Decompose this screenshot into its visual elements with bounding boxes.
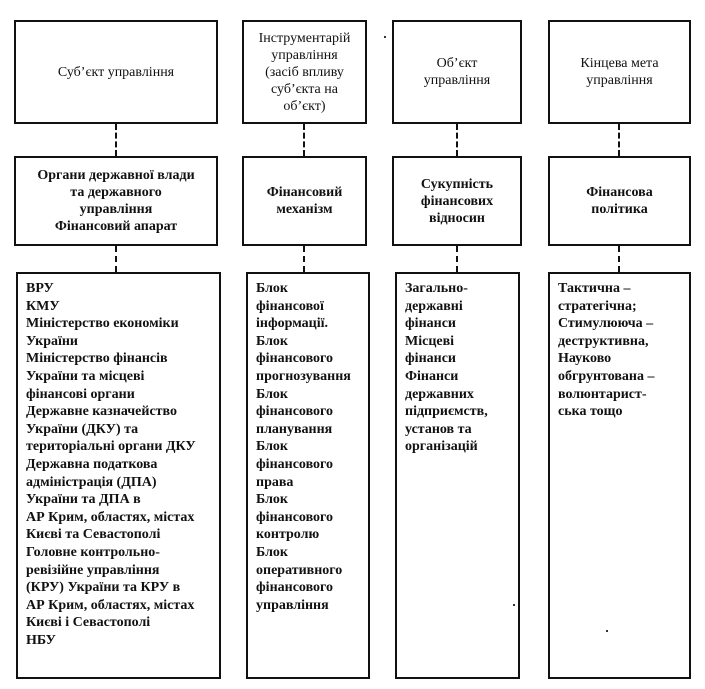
list-item: Блок оперативного фінансового управління	[256, 544, 343, 613]
list-item: Міністерство фінансів України та місцеві…	[26, 351, 168, 402]
object-middle-label: Сукупність фінансових відносин	[420, 176, 494, 226]
scan-speck	[513, 604, 515, 606]
list-item: Блок фінансового планування	[256, 386, 334, 437]
subject-header-box: Суб’єкт управління	[14, 20, 218, 124]
connector-dashed	[115, 124, 117, 156]
connector-dashed	[115, 246, 117, 272]
list-item: Тактична – стратегічна;	[558, 281, 637, 314]
instruments-header-label: Інструментарій управління (засіб впливу …	[258, 30, 351, 114]
connector-dashed	[456, 124, 458, 156]
scan-speck	[606, 630, 608, 632]
object-list-box: Загально- державні фінанси Місцеві фінан…	[395, 272, 520, 679]
list-item: Блок фінансової інформації.	[256, 281, 329, 332]
scan-speck	[384, 36, 386, 38]
connector-dashed	[618, 124, 620, 156]
list-item: Міністерство економіки України	[26, 316, 179, 349]
list-item: Державна податкова адміністрація (ДПА) У…	[26, 456, 195, 543]
connector-dashed	[618, 246, 620, 272]
list-item: Головне контрольно- ревізійне управління…	[26, 544, 195, 631]
subject-middle-box: Органи державної влади та державного упр…	[14, 156, 218, 246]
goal-header-label: Кінцева мета управління	[580, 56, 659, 88]
subject-header-label: Суб’єкт управління	[57, 64, 175, 80]
instruments-list-box: Блок фінансової інформації. Блок фінансо…	[246, 272, 370, 679]
subject-list-box: ВРУ КМУ Міністерство економіки України М…	[16, 272, 221, 679]
instruments-header-box: Інструментарій управління (засіб впливу …	[242, 20, 367, 124]
list-item: Місцеві фінанси	[405, 333, 456, 367]
goal-header-box: Кінцева мета управління	[548, 20, 691, 124]
instruments-middle-label: Фінансовий механізм	[266, 185, 343, 217]
object-header-label: Об’єкт управління	[423, 56, 491, 88]
goal-middle-label: Фінансова політика	[586, 185, 653, 217]
list-item: Стимулююча – деструктивна,	[558, 316, 654, 349]
list-item: Блок фінансового контролю	[256, 492, 334, 543]
connector-dashed	[303, 246, 305, 272]
list-item: ВРУ	[26, 281, 54, 296]
list-item: Загально- державні фінанси	[405, 281, 468, 332]
goal-list-box: Тактична – стратегічна; Стимулююча – дес…	[548, 272, 691, 679]
list-item: Фінанси державних підприємств, установ т…	[405, 368, 488, 455]
list-item: КМУ	[26, 298, 60, 314]
list-item: Державне казначейство України (ДКУ) та т…	[26, 404, 196, 455]
list-item: НБУ	[26, 632, 56, 648]
list-item: Науково обгрунтована – волюнтарист- ська…	[558, 351, 655, 420]
subject-middle-label: Органи державної влади та державного упр…	[37, 168, 195, 234]
object-header-box: Об’єкт управління	[392, 20, 522, 124]
goal-middle-box: Фінансова політика	[548, 156, 691, 246]
object-middle-box: Сукупність фінансових відносин	[392, 156, 522, 246]
list-item: Блок фінансового права	[256, 439, 334, 490]
instruments-middle-box: Фінансовий механізм	[242, 156, 367, 246]
connector-dashed	[456, 246, 458, 272]
connector-dashed	[303, 124, 305, 156]
list-item: Блок фінансового прогнозування	[256, 333, 351, 384]
